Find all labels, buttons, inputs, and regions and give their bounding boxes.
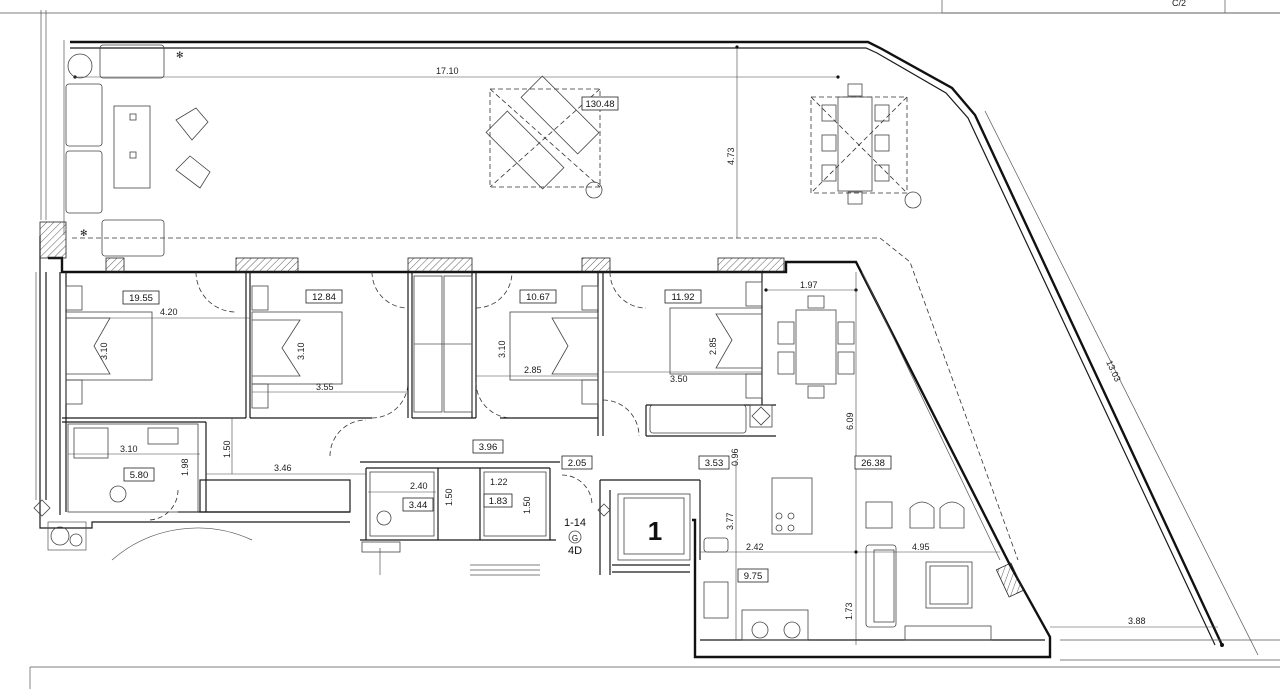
block-letter: G bbox=[572, 534, 578, 543]
hallway: 3.46 1.50 3.96 2.05 bbox=[206, 418, 593, 475]
terrace-depth-dim: 4.73 bbox=[726, 147, 736, 165]
bed-1-area-label: 19.55 bbox=[129, 293, 153, 304]
bathroom-1: 3.10 1.98 5.80 bbox=[33, 423, 200, 551]
living-depth-dim: 6.09 bbox=[845, 412, 855, 430]
corridor-width-dim: 3.46 bbox=[274, 463, 292, 473]
bed-2-depth-dim: 3.10 bbox=[296, 342, 306, 360]
floor-code: 1-14 bbox=[564, 517, 586, 529]
balcony-width-dim: 3.88 bbox=[1128, 616, 1146, 626]
kitchen-depth-dim: 3.77 bbox=[725, 512, 735, 530]
bed-4-width-dim: 3.50 bbox=[670, 374, 688, 384]
unit-number: 1 bbox=[648, 516, 662, 546]
corridor-height-dim: 1.50 bbox=[222, 440, 232, 458]
bed-4-depth-dim: 2.85 bbox=[708, 337, 718, 355]
unit-marker: 1 1-14 G 4D bbox=[564, 493, 691, 561]
kitchen-width-dim: 2.42 bbox=[746, 542, 764, 552]
bath-3-depth-dim: 1.50 bbox=[522, 496, 532, 514]
balcony: 3.88 bbox=[1050, 616, 1280, 661]
bed-3-depth-dim: 3.10 bbox=[497, 340, 507, 358]
bath-2-depth-dim: 1.50 bbox=[444, 488, 454, 506]
bed-3-width-dim: 2.85 bbox=[524, 365, 542, 375]
living-width-dim: 4.95 bbox=[912, 542, 930, 552]
interior-walls bbox=[35, 271, 1045, 641]
bath-3-area-label: 1.83 bbox=[489, 496, 508, 507]
corridor-small-dim: 0.96 bbox=[730, 448, 740, 466]
bed-2-area-label: 12.84 bbox=[312, 292, 336, 303]
terrace-width-dim: 17.10 bbox=[436, 66, 459, 76]
diagonal-dim: 13.03 bbox=[1104, 359, 1123, 384]
bed-1-width-dim: 4.20 bbox=[160, 307, 178, 317]
bed-3-area-label: 10.67 bbox=[526, 292, 550, 303]
bed-2-width-dim: 3.55 bbox=[316, 382, 334, 392]
bath-1-width-dim: 3.10 bbox=[120, 444, 138, 454]
plant-icon: ✻ bbox=[176, 50, 184, 60]
unit-type: 4D bbox=[568, 545, 582, 557]
bed-1-depth-dim: 3.10 bbox=[99, 342, 109, 360]
bedroom-4: 3.50 2.85 11.92 bbox=[603, 281, 773, 434]
entry-area-label: 2.05 bbox=[568, 458, 587, 469]
bedroom-1: 4.20 3.10 19.55 bbox=[65, 285, 250, 405]
bedroom-3: 2.85 3.10 10.67 bbox=[476, 285, 599, 405]
bathroom-3: 1.22 1.50 1.83 bbox=[483, 471, 547, 537]
living-dining: 1.97 6.09 26.38 4.95 1.73 bbox=[700, 272, 1000, 645]
doors bbox=[111, 271, 647, 561]
living-area-label: 26.38 bbox=[861, 458, 885, 469]
terrace-area-label: 130.48 bbox=[585, 99, 614, 110]
corridor-area-label: 3.53 bbox=[705, 458, 724, 469]
bath-2-width-dim: 2.40 bbox=[410, 481, 428, 491]
bath-1-depth-dim: 1.98 bbox=[180, 458, 190, 476]
terrace: 17.10 4.73 13.03 ✻ ✻ 130.48 bbox=[40, 10, 1259, 656]
hall-area-label: 3.96 bbox=[479, 442, 498, 453]
living-lower-depth-dim: 1.73 bbox=[844, 602, 854, 620]
bedroom-2: 3.55 3.10 12.84 bbox=[251, 285, 408, 409]
wardrobe bbox=[413, 275, 473, 413]
corner-label: C/2 bbox=[1172, 0, 1186, 8]
building-envelope bbox=[39, 221, 1052, 659]
plant-icon: ✻ bbox=[80, 228, 88, 238]
kitchen: 3.77 2.42 9.75 3.53 0.96 bbox=[698, 448, 813, 641]
bath-3-width-dim: 1.22 bbox=[490, 477, 508, 487]
bath-1-area-label: 5.80 bbox=[130, 470, 149, 481]
bathroom-2: 2.40 1.50 3.44 bbox=[361, 471, 454, 553]
bed-4-area-label: 11.92 bbox=[671, 292, 694, 303]
kitchen-area-label: 9.75 bbox=[744, 571, 763, 582]
bath-2-area-label: 3.44 bbox=[409, 500, 428, 511]
dining-width-dim: 1.97 bbox=[800, 280, 818, 290]
